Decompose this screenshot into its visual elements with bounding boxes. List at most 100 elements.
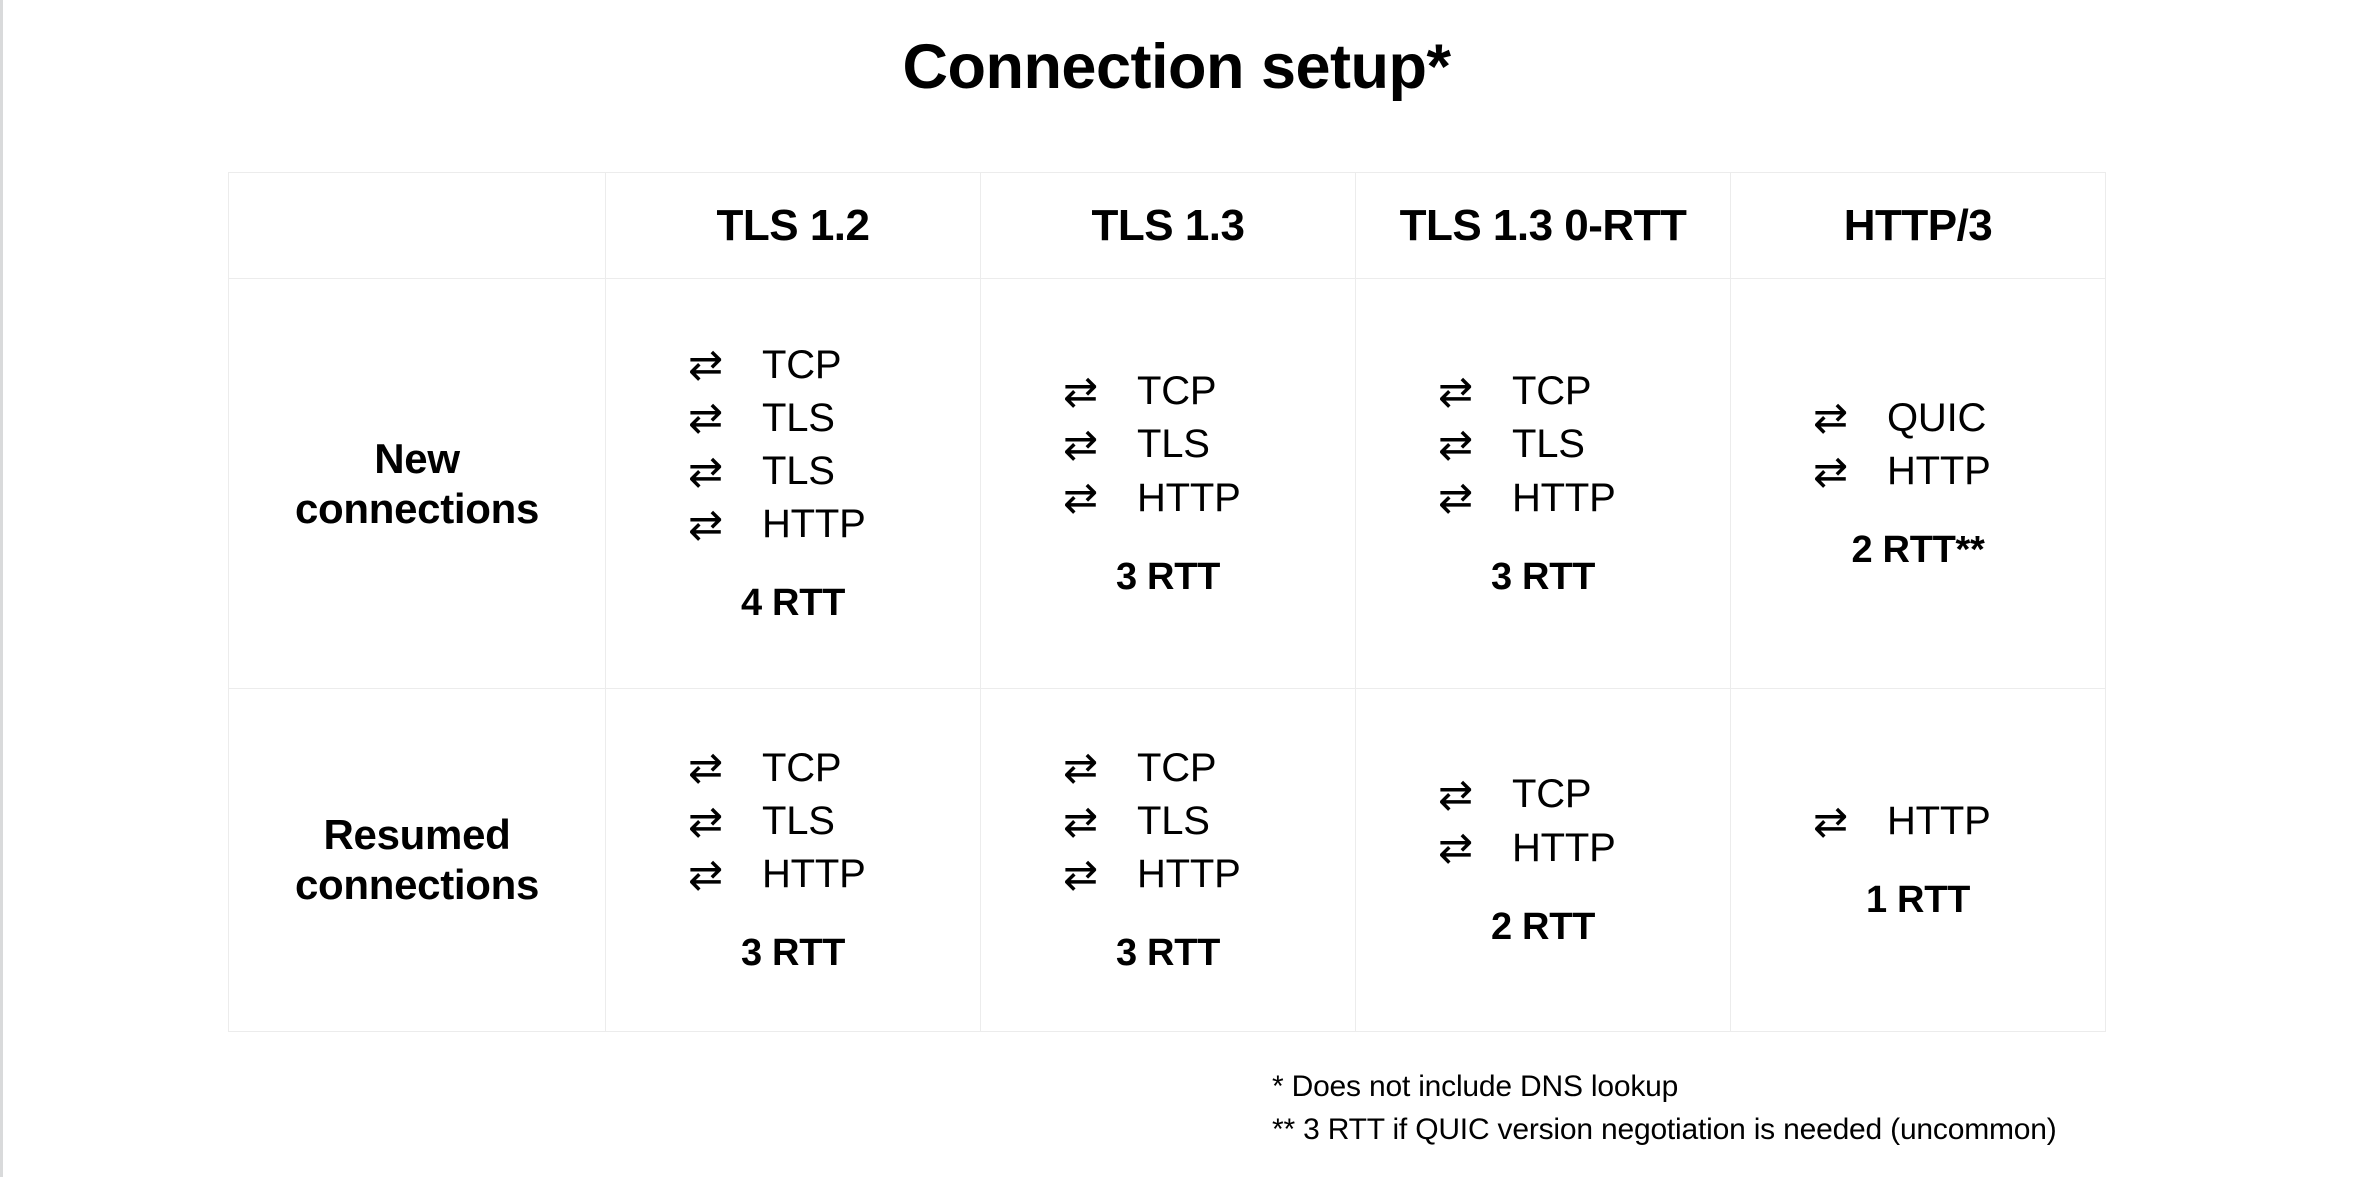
bidirectional-arrow-icon: ⇄ xyxy=(1813,446,1849,496)
cell-resumed-tls13-0rtt: ⇄ TCP ⇄ HTTP 2 RTT xyxy=(1355,688,1731,1032)
handshake-step-list: ⇄ TCP ⇄ TLS ⇄ HTTP xyxy=(981,745,1355,899)
page-title: Connection setup* xyxy=(902,32,1451,102)
bidirectional-arrow-icon: ⇄ xyxy=(688,796,724,846)
bidirectional-arrow-icon: ⇄ xyxy=(1063,849,1099,899)
handshake-step: ⇄ TCP xyxy=(1063,368,1273,415)
handshake-step: ⇄ TCP xyxy=(688,342,898,389)
row-label-line-1: Resumed xyxy=(323,811,511,859)
protocol-label: TLS xyxy=(1137,422,1210,467)
bidirectional-arrow-icon: ⇄ xyxy=(1063,420,1099,469)
bidirectional-arrow-icon: ⇄ xyxy=(1438,769,1474,819)
bidirectional-arrow-icon: ⇄ xyxy=(1063,366,1099,416)
handshake-step-list: ⇄ HTTP xyxy=(1731,798,2105,845)
bidirectional-arrow-icon: ⇄ xyxy=(1438,366,1474,416)
page-left-edge-rule xyxy=(0,0,3,1177)
handshake-step-list: ⇄ TCP ⇄ TLS ⇄ HTTP xyxy=(606,745,980,899)
protocol-label: TLS xyxy=(1512,422,1585,467)
bidirectional-arrow-icon: ⇄ xyxy=(1063,473,1099,523)
bidirectional-arrow-icon: ⇄ xyxy=(1438,823,1474,873)
handshake-step: ⇄ QUIC xyxy=(1813,395,2023,442)
handshake-step-list: ⇄ TCP ⇄ TLS ⇄ HTTP xyxy=(981,368,1355,522)
rtt-total: 3 RTT xyxy=(1115,932,1221,975)
bidirectional-arrow-icon: ⇄ xyxy=(688,499,724,549)
bidirectional-arrow-icon: ⇄ xyxy=(1438,420,1474,469)
table-corner-cell xyxy=(228,172,606,279)
rtt-total: 1 RTT xyxy=(1865,879,1971,922)
cell-new-tls13: ⇄ TCP ⇄ TLS ⇄ HTTP 3 RTT xyxy=(980,278,1356,689)
row-label-line-1: New xyxy=(374,434,460,482)
protocol-label: HTTP xyxy=(762,852,866,897)
column-header-http3: HTTP/3 xyxy=(1730,172,2106,279)
protocol-label: TCP xyxy=(762,342,842,387)
bidirectional-arrow-icon: ⇄ xyxy=(1063,743,1099,793)
column-header-tls13: TLS 1.3 xyxy=(980,172,1356,279)
handshake-step-list: ⇄ TCP ⇄ HTTP xyxy=(1356,771,1730,871)
protocol-label: TCP xyxy=(762,745,842,790)
bidirectional-arrow-icon: ⇄ xyxy=(1813,393,1849,443)
handshake-step: ⇄ HTTP xyxy=(1063,851,1273,898)
protocol-label: HTTP xyxy=(1887,798,1991,843)
cell-resumed-http3: ⇄ HTTP 1 RTT xyxy=(1730,688,2106,1032)
bidirectional-arrow-icon: ⇄ xyxy=(688,743,724,793)
handshake-step: ⇄ TLS xyxy=(688,395,898,442)
rtt-total: 4 RTT xyxy=(740,582,846,625)
protocol-label: TCP xyxy=(1512,772,1592,817)
cell-resumed-tls13: ⇄ TCP ⇄ TLS ⇄ HTTP 3 RTT xyxy=(980,688,1356,1032)
protocol-label: TCP xyxy=(1137,369,1217,414)
bidirectional-arrow-icon: ⇄ xyxy=(1438,473,1474,523)
bidirectional-arrow-icon: ⇄ xyxy=(688,340,724,390)
rtt-total: 3 RTT xyxy=(1490,555,1596,598)
protocol-label: HTTP xyxy=(762,502,866,547)
bidirectional-arrow-icon: ⇄ xyxy=(688,849,724,899)
row-label-line-2: connections xyxy=(294,484,540,532)
handshake-step: ⇄ TCP xyxy=(1438,771,1648,818)
handshake-step: ⇄ HTTP xyxy=(1813,798,2023,845)
bidirectional-arrow-icon: ⇄ xyxy=(1813,796,1849,846)
table-row-resumed-connections: Resumed connections ⇄ TCP ⇄ TLS xyxy=(228,688,2106,1032)
rtt-total: 3 RTT xyxy=(740,932,846,975)
handshake-step: ⇄ HTTP xyxy=(688,501,898,548)
cell-new-http3: ⇄ QUIC ⇄ HTTP 2 RTT** xyxy=(1730,278,2106,689)
protocol-label: HTTP xyxy=(1887,449,1991,493)
protocol-label: HTTP xyxy=(1137,475,1241,520)
protocol-label: QUIC xyxy=(1887,395,1987,440)
cell-new-tls13-0rtt: ⇄ TCP ⇄ TLS ⇄ HTTP 3 RTT xyxy=(1355,278,1731,689)
handshake-step-list: ⇄ QUIC ⇄ HTTP xyxy=(1731,395,2105,495)
column-header-tls12: TLS 1.2 xyxy=(605,172,981,279)
bidirectional-arrow-icon: ⇄ xyxy=(688,446,724,496)
handshake-step-list: ⇄ TCP ⇄ TLS ⇄ HTTP xyxy=(1356,368,1730,522)
handshake-step: ⇄ TLS xyxy=(1063,798,1273,845)
connection-setup-table: TLS 1.2 TLS 1.3 TLS 1.3 0-RTT HTTP/3 New… xyxy=(228,172,2106,1032)
cell-new-tls12: ⇄ TCP ⇄ TLS ⇄ TLS ⇄ HTTP xyxy=(605,278,981,689)
protocol-label: TLS xyxy=(1137,798,1210,843)
handshake-step: ⇄ TCP xyxy=(1438,368,1648,415)
handshake-step: ⇄ HTTP xyxy=(1438,475,1648,522)
row-label-new-connections: New connections xyxy=(228,278,606,689)
protocol-label: HTTP xyxy=(1512,825,1616,870)
row-label-line-2: connections xyxy=(294,861,540,908)
handshake-step: ⇄ HTTP xyxy=(1063,475,1273,522)
handshake-step: ⇄ TCP xyxy=(688,745,898,792)
protocol-label: HTTP xyxy=(1137,852,1241,897)
handshake-step: ⇄ HTTP xyxy=(1813,448,2023,495)
footnotes: * Does not include DNS lookup ** 3 RTT i… xyxy=(1272,1065,2057,1151)
rtt-total: 2 RTT** xyxy=(1851,529,1985,572)
protocol-label: HTTP xyxy=(1512,475,1616,520)
protocol-label: TCP xyxy=(1137,745,1217,790)
footnote-single-asterisk: * Does not include DNS lookup xyxy=(1272,1070,1679,1103)
protocol-label: TLS xyxy=(762,395,835,440)
rtt-total: 2 RTT xyxy=(1490,905,1596,948)
footnote-double-asterisk: ** 3 RTT if QUIC version negotiation is … xyxy=(1272,1113,2057,1147)
handshake-step: ⇄ TCP xyxy=(1063,745,1273,792)
cell-resumed-tls12: ⇄ TCP ⇄ TLS ⇄ HTTP 3 RTT xyxy=(605,688,981,1032)
handshake-step-list: ⇄ TCP ⇄ TLS ⇄ TLS ⇄ HTTP xyxy=(606,342,980,549)
row-label-resumed-connections: Resumed connections xyxy=(228,688,606,1032)
handshake-step: ⇄ TLS xyxy=(1438,421,1648,468)
handshake-step: ⇄ HTTP xyxy=(1438,825,1648,872)
protocol-label: TCP xyxy=(1512,369,1592,414)
bidirectional-arrow-icon: ⇄ xyxy=(1063,796,1099,846)
protocol-label: TLS xyxy=(762,798,835,843)
bidirectional-arrow-icon: ⇄ xyxy=(688,393,724,443)
table-row-new-connections: New connections ⇄ TCP ⇄ TLS xyxy=(228,278,2106,689)
